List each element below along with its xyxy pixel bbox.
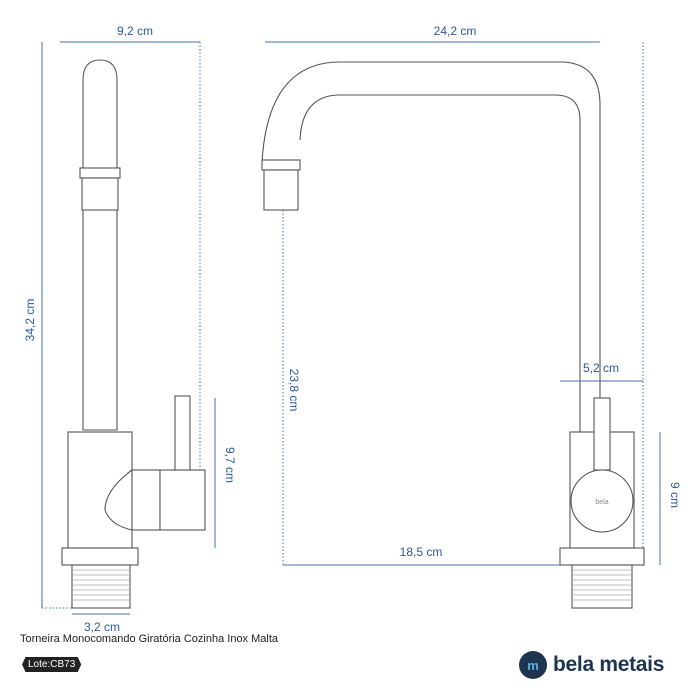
dim-side-width: 9,2 cm [117,24,153,38]
product-caption: Torneira Monocomando Giratória Cozinha I… [20,633,279,645]
brand-logo: m bela metais [519,651,664,679]
brand-name: bela metais [553,653,665,676]
dim-thread-width: 3,2 cm [84,620,120,634]
front-view-faucet [261,61,645,609]
dim-spout-height: 23,8 cm [287,369,301,412]
dim-total-width: 24,2 cm [434,24,477,38]
body-logo-text: bela [595,499,608,506]
lot-badge: Lote:CB73 [22,657,82,672]
dim-lever-height: 9,7 cm [223,447,237,483]
dim-body-width: 5,2 cm [583,361,619,375]
brand-logo-icon: m [519,651,547,679]
dim-total-height: 34,2 cm [23,299,37,342]
dim-spout-reach: 18,5 cm [400,545,443,559]
side-view-faucet [61,59,206,609]
dim-body-height: 9 cm [668,482,682,508]
